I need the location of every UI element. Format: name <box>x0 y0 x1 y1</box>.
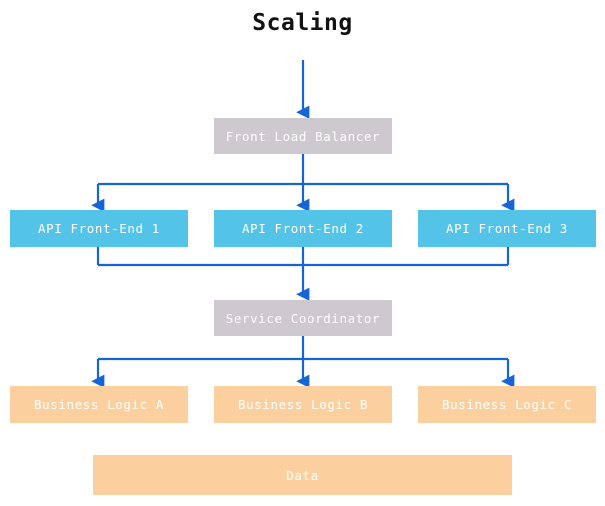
node-api-front-end-3[interactable]: API Front-End 3 <box>418 210 596 247</box>
node-front-load-balancer-label: Front Load Balancer <box>225 128 381 144</box>
node-business-logic-b-label: Business Logic B <box>237 397 368 412</box>
node-api-front-end-1[interactable]: API Front-End 1 <box>10 210 188 247</box>
edge-service-coordinator-to-business-logic-tier <box>91 336 515 388</box>
node-business-logic-c[interactable]: Business Logic C <box>418 386 596 423</box>
node-api-front-end-3-label: API Front-End 3 <box>446 221 568 236</box>
diagram-title: Scaling <box>252 10 353 36</box>
edge-api-tier-to-service-coordinator <box>96 247 510 301</box>
node-business-logic-a-label: Business Logic A <box>33 397 164 412</box>
node-business-logic-a[interactable]: Business Logic A <box>10 386 188 423</box>
node-service-coordinator[interactable]: Service Coordinator <box>214 300 392 336</box>
node-data[interactable]: Data <box>93 455 512 495</box>
node-api-front-end-2-label: API Front-End 2 <box>242 221 364 236</box>
node-business-logic-b[interactable]: Business Logic B <box>214 386 392 423</box>
node-service-coordinator-label: Service Coordinator <box>225 310 381 326</box>
node-api-front-end-1-label: API Front-End 1 <box>38 221 160 236</box>
node-front-load-balancer[interactable]: Front Load Balancer <box>214 118 392 154</box>
node-data-label: Data <box>286 467 319 483</box>
node-api-front-end-2[interactable]: API Front-End 2 <box>214 210 392 247</box>
node-business-logic-c-label: Business Logic C <box>441 397 572 412</box>
edge-front-load-balancer-to-api-tier <box>91 154 515 212</box>
